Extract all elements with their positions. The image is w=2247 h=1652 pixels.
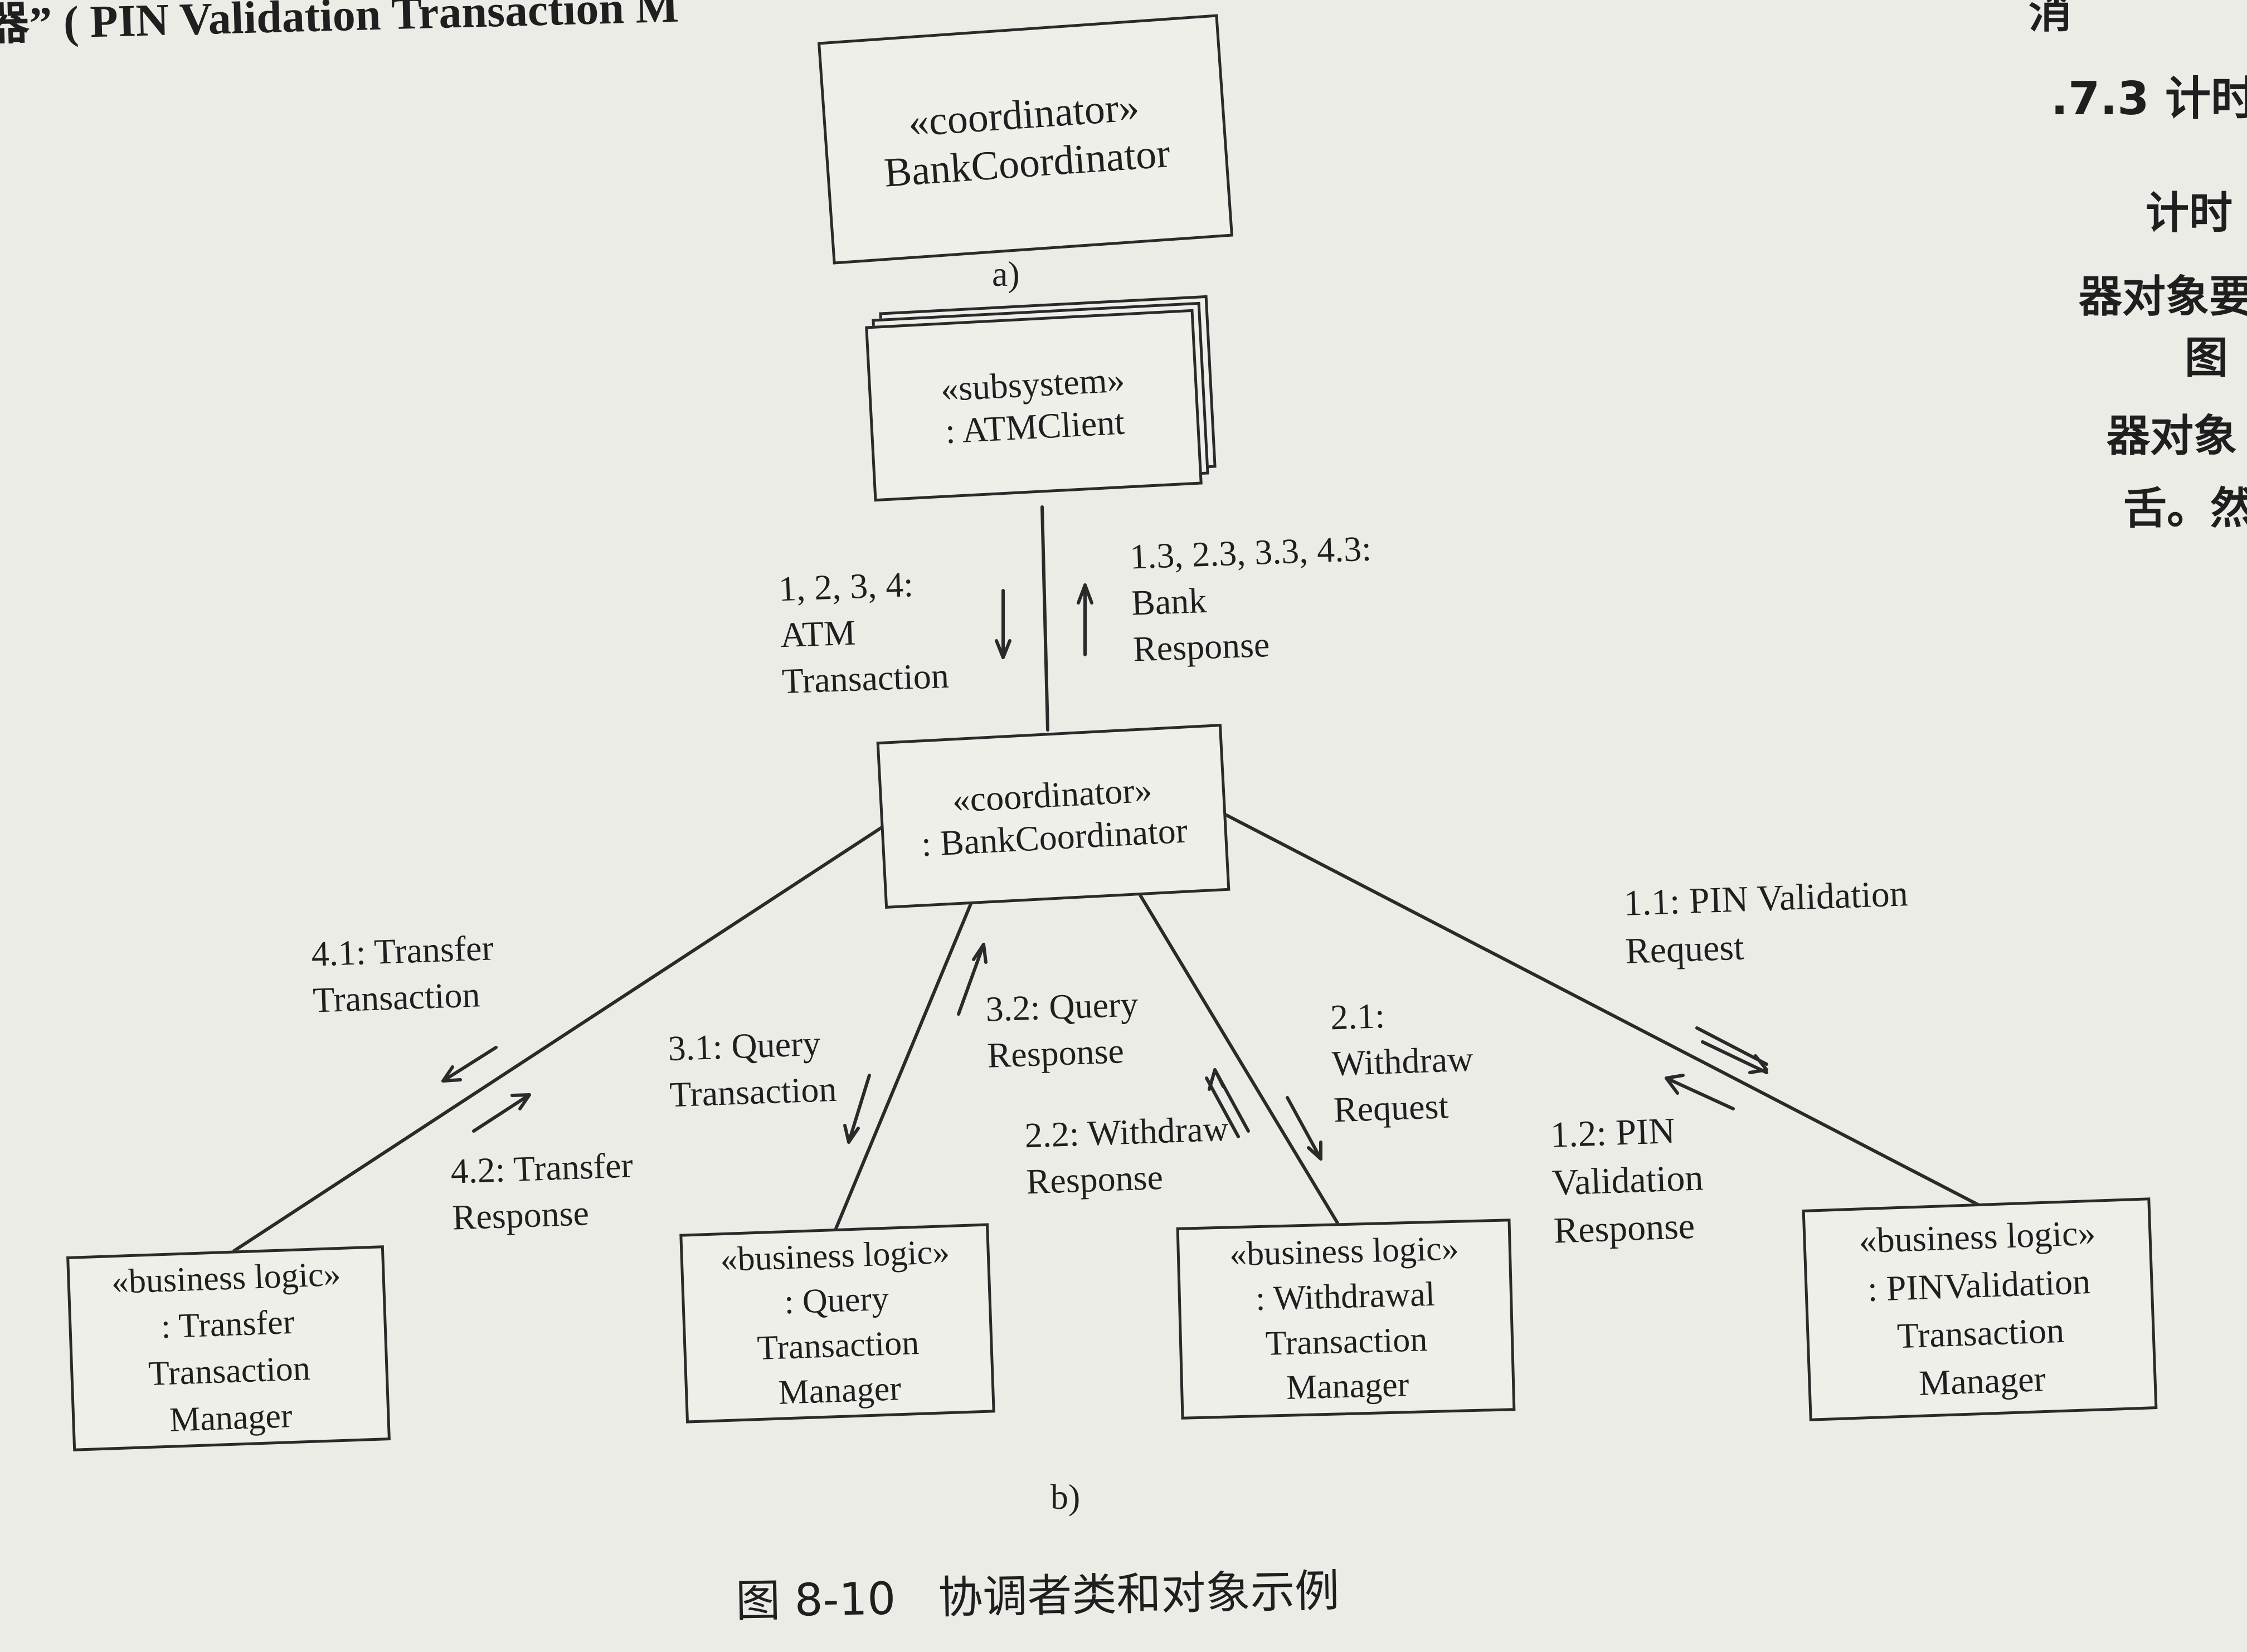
query-manager-box: «business logic» : Query Transaction Man…	[679, 1223, 995, 1424]
msg-transfer-transaction: 4.1: Transfer Transaction	[310, 924, 496, 1024]
query-name-3: Manager	[777, 1369, 902, 1412]
coordinator-object-box: «coordinator» : BankCoordinator	[876, 723, 1230, 909]
pinvalidation-manager-box: «business logic» : PINValidation Transac…	[1802, 1197, 2158, 1421]
msg-atm-transaction-1: 1, 2, 3, 4:	[777, 564, 915, 609]
link-coordinator-transfer	[232, 823, 888, 1253]
msg-withdraw-response-2: Response	[1025, 1157, 1164, 1202]
msg-atm-transaction-3: Transaction	[781, 656, 950, 701]
arrow-transfer-response	[472, 1093, 531, 1133]
withdrawal-manager-box: «business logic» : Withdrawal Transactio…	[1176, 1219, 1516, 1420]
transfer-name-2: Transaction	[148, 1349, 311, 1393]
arrow-transfer-transaction	[441, 1046, 498, 1083]
top-right-fragment: 消	[2029, 0, 2073, 38]
arrow-withdraw-response	[1205, 1068, 1250, 1138]
msg-transfer-transaction-2: Transaction	[312, 974, 481, 1020]
diagram-a-label: a)	[992, 254, 1020, 294]
msg-pin-response-3: Response	[1553, 1205, 1696, 1251]
msg-withdraw-request: 2.1: Withdraw Request	[1330, 990, 1476, 1133]
pin-name-3: Manager	[1918, 1359, 2046, 1404]
query-stereotype: «business logic»	[719, 1232, 951, 1279]
pin-name-1: : PINValidation	[1866, 1261, 2092, 1309]
msg-transfer-response-1: 4.2: Transfer	[450, 1145, 634, 1191]
margin-line-2: 器对象要	[2079, 272, 2247, 322]
arrow-pin-response	[1665, 1074, 1735, 1110]
withdrawal-name-1: : Withdrawal	[1255, 1275, 1436, 1318]
atmclient-object-box: «subsystem» : ATMClient	[865, 309, 1203, 502]
withdrawal-name-3: Manager	[1286, 1366, 1410, 1407]
link-coordinator-withdrawal	[1138, 893, 1339, 1225]
msg-bank-response: 1.3, 2.3, 3.3, 4.3: Bank Response	[1129, 525, 1375, 673]
msg-atm-transaction: 1, 2, 3, 4: ATM Transaction	[778, 560, 950, 705]
msg-pin-response-2: Validation	[1551, 1157, 1704, 1203]
msg-query-response-2: Response	[986, 1031, 1125, 1075]
msg-bank-response-1: 1.3, 2.3, 3.3, 4.3:	[1129, 528, 1372, 577]
msg-transfer-response-2: Response	[451, 1193, 590, 1237]
msg-pin-request-2: Request	[1625, 927, 1745, 972]
arrow-query-response	[957, 943, 988, 1016]
transfer-name-3: Manager	[169, 1396, 293, 1439]
arrow-bank-response-up	[1077, 583, 1093, 656]
msg-query-transaction-2: Transaction	[669, 1069, 838, 1115]
figure-caption: 图 8-10 协调者类和对象示例	[735, 1565, 1340, 1627]
msg-withdraw-response: 2.2: Withdraw Response	[1024, 1105, 1231, 1205]
diagram-b-label: b)	[1050, 1477, 1081, 1517]
section-number: .7.3 计时	[2051, 72, 2247, 125]
msg-query-transaction-1: 3.1: Query	[667, 1023, 821, 1069]
msg-query-response: 3.2: Query Response	[985, 981, 1140, 1079]
pin-stereotype: «business logic»	[1858, 1212, 2097, 1261]
msg-withdraw-response-1: 2.2: Withdraw	[1024, 1108, 1229, 1156]
margin-line-3: 图	[2185, 333, 2229, 383]
transfer-stereotype: «business logic»	[110, 1255, 342, 1301]
msg-pin-response-1: 1.2: PIN	[1549, 1110, 1676, 1156]
query-name-1: : Query	[784, 1280, 890, 1322]
margin-line-1: 计时	[2146, 188, 2233, 238]
transfer-manager-box: «business logic» : Transfer Transaction …	[66, 1245, 391, 1451]
link-coordinator-pin	[1222, 812, 1983, 1208]
arrow-pin-request	[1695, 1026, 1768, 1074]
msg-bank-response-3: Response	[1132, 625, 1271, 669]
transfer-name-1: : Transfer	[160, 1303, 295, 1346]
link-coordinator-query	[834, 898, 974, 1230]
atmclient-name: : ATMClient	[944, 402, 1126, 451]
msg-query-response-1: 3.2: Query	[985, 984, 1139, 1029]
msg-pin-response: 1.2: PIN Validation Response	[1550, 1106, 1706, 1255]
msg-atm-transaction-2: ATM	[779, 612, 857, 655]
arrow-withdraw-request	[1286, 1096, 1322, 1161]
withdrawal-name-2: Transaction	[1264, 1320, 1428, 1363]
msg-transfer-transaction-1: 4.1: Transfer	[310, 928, 494, 974]
bank-coordinator-class-box: «coordinator» BankCoordinator	[817, 14, 1234, 265]
msg-pin-request: 1.1: PIN Validation Request	[1623, 870, 1910, 975]
arrow-query-transaction	[843, 1074, 871, 1144]
arrow-atm-transaction-down	[995, 589, 1011, 659]
query-name-2: Transaction	[756, 1323, 920, 1368]
msg-withdraw-request-3: Request	[1332, 1086, 1450, 1130]
link-atmclient-coordinator	[1040, 505, 1049, 732]
msg-bank-response-2: Bank	[1130, 581, 1208, 623]
margin-line-5: 舌。然	[2123, 484, 2247, 534]
pin-name-2: Transaction	[1896, 1310, 2065, 1356]
withdrawal-stereotype: «business logic»	[1229, 1229, 1460, 1274]
msg-pin-request-1: 1.1: PIN Validation	[1623, 873, 1909, 924]
msg-transfer-response: 4.2: Transfer Response	[450, 1142, 635, 1241]
msg-withdraw-request-2: Withdraw	[1331, 1039, 1474, 1084]
margin-line-4: 器对象	[2107, 411, 2238, 461]
msg-query-transaction: 3.1: Query Transaction	[667, 1020, 837, 1118]
msg-withdraw-request-1: 2.1:	[1329, 996, 1386, 1037]
